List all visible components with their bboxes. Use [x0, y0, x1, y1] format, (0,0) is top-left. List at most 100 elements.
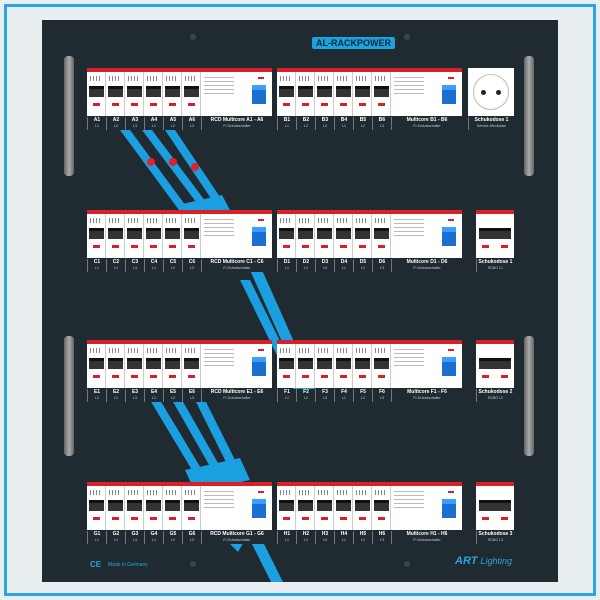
circuit-breaker[interactable] [372, 214, 391, 258]
breaker-toggle[interactable] [89, 86, 104, 97]
breaker-toggle[interactable] [317, 500, 332, 511]
rcd-switch[interactable] [201, 344, 272, 388]
circuit-breaker[interactable] [144, 486, 163, 530]
rcd-switch[interactable] [391, 486, 462, 530]
circuit-breaker[interactable] [277, 72, 296, 116]
breaker-toggle[interactable] [89, 358, 104, 369]
breaker-toggle[interactable] [279, 228, 294, 239]
breaker-toggle[interactable] [108, 86, 123, 97]
breaker-toggle[interactable] [317, 86, 332, 97]
circuit-breaker[interactable] [125, 72, 144, 116]
circuit-breaker[interactable] [372, 486, 391, 530]
rcd-toggle[interactable] [442, 499, 456, 518]
circuit-breaker[interactable] [106, 214, 125, 258]
breaker-toggle[interactable] [298, 86, 313, 97]
breaker-toggle[interactable] [146, 86, 161, 97]
breaker-toggle[interactable] [336, 500, 351, 511]
breaker-toggle[interactable] [298, 358, 313, 369]
breaker-toggle[interactable] [165, 358, 180, 369]
rcbo-toggle[interactable] [479, 500, 511, 511]
breaker-toggle[interactable] [127, 500, 142, 511]
rcd-toggle[interactable] [252, 227, 266, 246]
circuit-breaker[interactable] [144, 214, 163, 258]
breaker-toggle[interactable] [184, 500, 199, 511]
circuit-breaker[interactable] [334, 214, 353, 258]
circuit-breaker[interactable] [277, 486, 296, 530]
breaker-toggle[interactable] [184, 228, 199, 239]
circuit-breaker[interactable] [163, 214, 182, 258]
rcd-switch[interactable] [391, 214, 462, 258]
circuit-breaker[interactable] [87, 214, 106, 258]
rack-handle-right[interactable] [524, 336, 534, 456]
rcbo-breaker[interactable] [476, 482, 514, 530]
circuit-breaker[interactable] [144, 72, 163, 116]
circuit-breaker[interactable] [182, 344, 201, 388]
circuit-breaker[interactable] [182, 486, 201, 530]
rcd-switch[interactable] [391, 344, 462, 388]
rcd-toggle[interactable] [252, 85, 266, 104]
breaker-toggle[interactable] [89, 228, 104, 239]
breaker-toggle[interactable] [317, 358, 332, 369]
breaker-toggle[interactable] [355, 358, 370, 369]
breaker-toggle[interactable] [127, 86, 142, 97]
circuit-breaker[interactable] [87, 72, 106, 116]
breaker-toggle[interactable] [317, 228, 332, 239]
circuit-breaker[interactable] [296, 344, 315, 388]
rcd-toggle[interactable] [252, 357, 266, 376]
breaker-toggle[interactable] [127, 358, 142, 369]
breaker-toggle[interactable] [146, 358, 161, 369]
circuit-breaker[interactable] [353, 344, 372, 388]
breaker-toggle[interactable] [184, 358, 199, 369]
circuit-breaker[interactable] [163, 486, 182, 530]
circuit-breaker[interactable] [182, 214, 201, 258]
circuit-breaker[interactable] [334, 344, 353, 388]
breaker-toggle[interactable] [165, 228, 180, 239]
circuit-breaker[interactable] [334, 486, 353, 530]
circuit-breaker[interactable] [163, 344, 182, 388]
breaker-toggle[interactable] [355, 500, 370, 511]
breaker-toggle[interactable] [336, 86, 351, 97]
breaker-toggle[interactable] [108, 358, 123, 369]
breaker-toggle[interactable] [146, 228, 161, 239]
rcbo-toggle[interactable] [479, 228, 511, 239]
circuit-breaker[interactable] [353, 72, 372, 116]
rcbo-breaker[interactable] [476, 210, 514, 258]
circuit-breaker[interactable] [353, 214, 372, 258]
breaker-toggle[interactable] [355, 86, 370, 97]
breaker-toggle[interactable] [374, 86, 389, 97]
rcd-toggle[interactable] [252, 499, 266, 518]
circuit-breaker[interactable] [277, 214, 296, 258]
circuit-breaker[interactable] [106, 486, 125, 530]
breaker-toggle[interactable] [108, 500, 123, 511]
breaker-toggle[interactable] [279, 500, 294, 511]
breaker-toggle[interactable] [336, 358, 351, 369]
breaker-toggle[interactable] [298, 500, 313, 511]
circuit-breaker[interactable] [296, 72, 315, 116]
rcd-switch[interactable] [391, 72, 462, 116]
breaker-toggle[interactable] [355, 228, 370, 239]
circuit-breaker[interactable] [372, 344, 391, 388]
rack-handle-right[interactable] [524, 56, 534, 176]
circuit-breaker[interactable] [372, 72, 391, 116]
rcbo-breaker[interactable] [476, 340, 514, 388]
breaker-toggle[interactable] [184, 86, 199, 97]
circuit-breaker[interactable] [296, 486, 315, 530]
breaker-toggle[interactable] [108, 228, 123, 239]
breaker-toggle[interactable] [279, 86, 294, 97]
rcd-switch[interactable] [201, 72, 272, 116]
breaker-toggle[interactable] [374, 228, 389, 239]
circuit-breaker[interactable] [125, 214, 144, 258]
circuit-breaker[interactable] [277, 344, 296, 388]
breaker-toggle[interactable] [165, 86, 180, 97]
schuko-socket[interactable] [468, 68, 514, 116]
circuit-breaker[interactable] [163, 72, 182, 116]
breaker-toggle[interactable] [127, 228, 142, 239]
rcd-toggle[interactable] [442, 357, 456, 376]
rcd-toggle[interactable] [442, 85, 456, 104]
breaker-toggle[interactable] [298, 228, 313, 239]
circuit-breaker[interactable] [125, 344, 144, 388]
breaker-toggle[interactable] [146, 500, 161, 511]
breaker-toggle[interactable] [279, 358, 294, 369]
circuit-breaker[interactable] [87, 344, 106, 388]
circuit-breaker[interactable] [106, 344, 125, 388]
